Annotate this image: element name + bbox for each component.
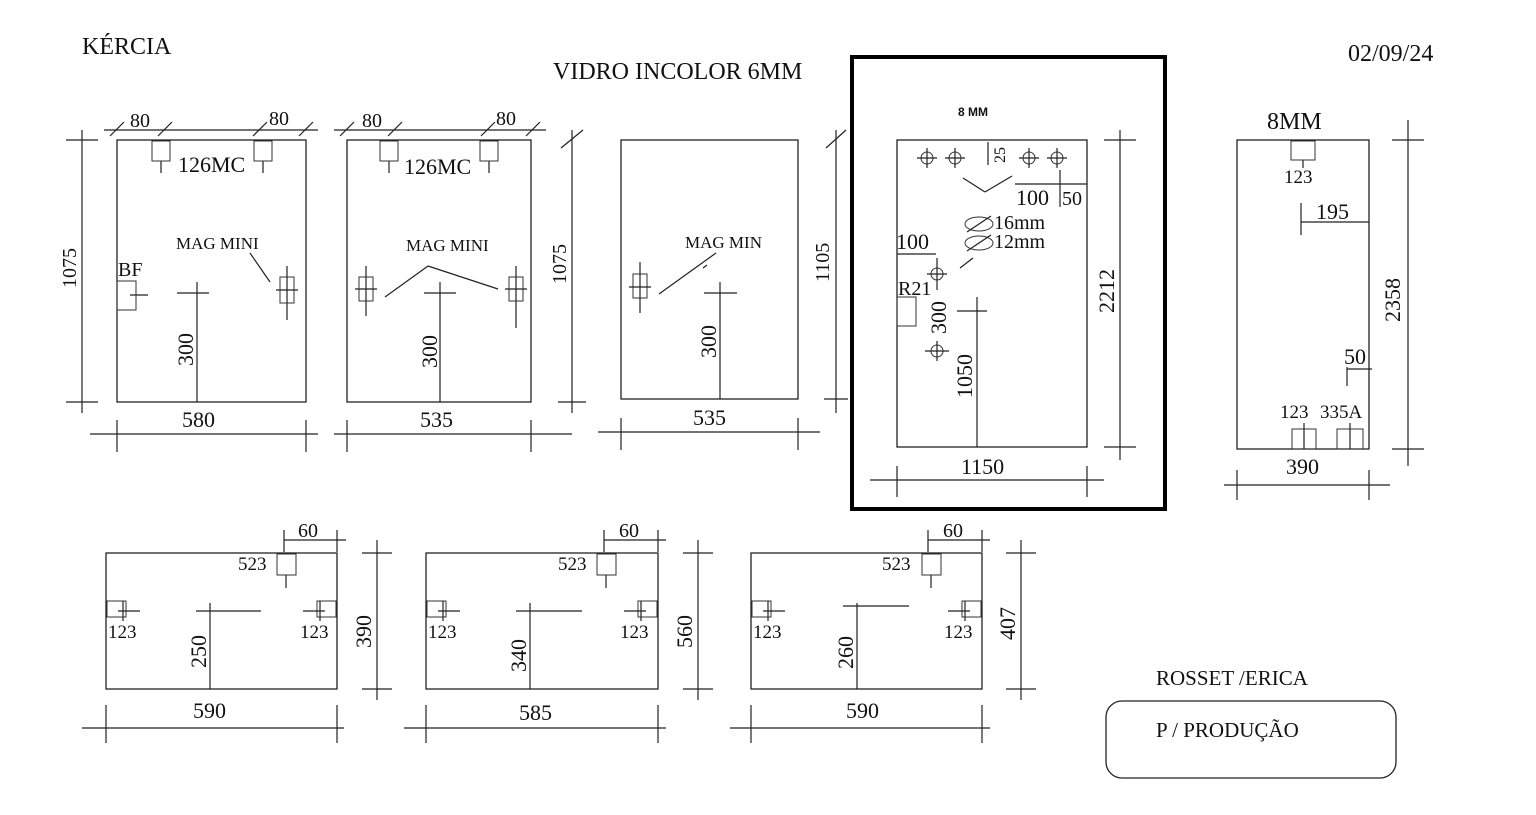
lock-label: MAG MINI xyxy=(176,234,259,253)
piece-1: 80 80 126MC 1075 BF MAG MINI 300 580 xyxy=(59,108,318,452)
width-dim: 1150 xyxy=(961,454,1004,479)
top-offset: 60 xyxy=(619,520,639,542)
hole-12: 12mm xyxy=(994,231,1046,253)
top-right-offset: 80 xyxy=(269,108,289,130)
left-code: 123 xyxy=(753,622,782,643)
width-dim: 590 xyxy=(193,698,226,723)
top-right-offset: 80 xyxy=(496,108,516,130)
glass-outline xyxy=(750,552,983,690)
height-dim: 560 xyxy=(672,615,697,648)
glass-outline xyxy=(425,552,659,690)
hinge-label: 126MC xyxy=(404,154,471,179)
material-title: VIDRO INCOLOR 6MM xyxy=(553,59,802,85)
hinge-label: 126MC xyxy=(178,152,245,177)
top-code: 523 xyxy=(882,554,911,575)
glass-outline xyxy=(896,139,1088,448)
piece-2: 80 80 126MC 1075 MAG MINI 300 535 xyxy=(334,108,586,452)
glass-outline xyxy=(346,139,532,403)
top-left-offset: 80 xyxy=(130,110,150,132)
dim-300: 300 xyxy=(926,301,951,334)
thickness-label: 8 MM xyxy=(958,105,988,119)
left-code: 123 xyxy=(108,622,137,643)
dim-b: 50 xyxy=(1062,188,1082,210)
client-name: KÉRCIA xyxy=(82,34,172,60)
top-code: 123 xyxy=(1284,167,1313,188)
piece-5: 8MM 123 195 50 123 335A 2358 390 xyxy=(1224,109,1424,500)
glass-outline xyxy=(116,139,307,403)
piece-6: 60 523 123 123 250 390 590 xyxy=(82,520,392,743)
lock-label: MAG MIN xyxy=(685,233,762,252)
top-offset: 60 xyxy=(298,520,318,542)
height-dim: 1105 xyxy=(812,243,834,282)
width-dim: 580 xyxy=(182,407,215,432)
side-dim: 195 xyxy=(1316,199,1349,224)
bottom-code-b: 335A xyxy=(1320,402,1363,423)
side-label: BF xyxy=(118,259,142,281)
right-code: 123 xyxy=(944,622,973,643)
height-dim: 390 xyxy=(351,615,376,648)
lock-label: MAG MINI xyxy=(406,236,489,255)
highlight-frame xyxy=(850,55,1167,511)
glass-outline xyxy=(620,139,799,400)
width-dim: 535 xyxy=(420,407,453,432)
width-dim: 535 xyxy=(693,405,726,430)
center-dim: 250 xyxy=(186,635,211,668)
height-dim: 1075 xyxy=(549,244,571,284)
center-dim: 260 xyxy=(833,636,858,669)
right-code: 123 xyxy=(620,622,649,643)
top-offset: 60 xyxy=(943,520,963,542)
top-left-offset: 80 xyxy=(362,110,382,132)
width-dim: 585 xyxy=(519,700,552,725)
hole-16: 16mm xyxy=(994,212,1046,234)
height-dim: 2358 xyxy=(1380,278,1405,322)
center-dim: 300 xyxy=(417,335,442,368)
dim-1050: 1050 xyxy=(952,354,977,398)
height-dim: 407 xyxy=(995,607,1020,640)
piece-7: 60 523 123 123 340 560 585 xyxy=(404,520,713,743)
top-holes xyxy=(917,148,1067,168)
piece-8: 60 523 123 123 260 407 590 xyxy=(730,520,1036,743)
glass-outline xyxy=(105,552,338,690)
corner-label: R21 xyxy=(898,278,931,300)
center-dim: 300 xyxy=(173,333,198,366)
right-code: 123 xyxy=(300,622,329,643)
center-dim: 340 xyxy=(506,639,531,672)
width-dim: 390 xyxy=(1286,454,1319,479)
left-code: 123 xyxy=(428,622,457,643)
dim-a: 100 xyxy=(1016,185,1049,210)
piece-3: 1105 MAG MIN 300 535 xyxy=(598,129,848,450)
lower-dim: 50 xyxy=(1344,344,1366,369)
center-dim: 300 xyxy=(696,325,721,358)
bottom-code-a: 123 xyxy=(1280,402,1309,423)
top-code: 523 xyxy=(558,554,587,575)
production-note: P / PRODUÇÃO xyxy=(1156,718,1299,742)
responsible-names: ROSSET /ERICA xyxy=(1156,666,1309,690)
thickness-label: 8MM xyxy=(1267,109,1322,135)
production-box xyxy=(1105,700,1397,779)
date-label: 02/09/24 xyxy=(1348,41,1433,67)
height-dim: 2212 xyxy=(1094,269,1119,313)
top-code: 523 xyxy=(238,554,267,575)
piece-4-highlighted: 8 MM 25 100 50 16mm 12mm 100 R21 300 xyxy=(850,55,1167,511)
left-dim: 100 xyxy=(896,229,929,254)
height-dim: 1075 xyxy=(59,248,81,288)
top-dim: 25 xyxy=(992,147,1009,163)
width-dim: 590 xyxy=(846,698,879,723)
